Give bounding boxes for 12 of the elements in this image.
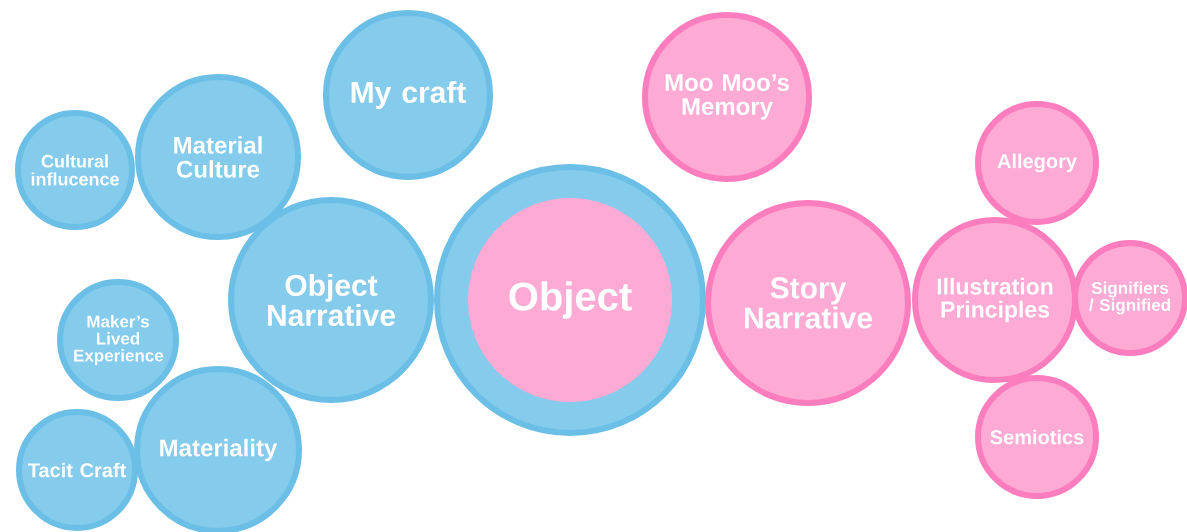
topic-bubble: Cultural influcence — [15, 110, 135, 230]
topic-bubble: Maker’s Lived Experience — [57, 279, 179, 401]
topic-bubble: Semiotics — [975, 375, 1099, 499]
topic-bubble: Signifiers / Signified — [1072, 240, 1187, 356]
topic-bubble: Story Narrative — [705, 200, 911, 406]
topic-bubble: Tacit Craft — [16, 409, 138, 531]
topic-bubble: Moo Moo’s Memory — [642, 12, 812, 182]
topic-bubble: Object Narrative — [228, 197, 434, 403]
topic-bubble: My craft — [323, 10, 493, 180]
topic-bubble: Material Culture — [135, 74, 301, 240]
topic-bubble: Object — [468, 198, 672, 402]
topic-bubble: Allegory — [975, 101, 1099, 225]
